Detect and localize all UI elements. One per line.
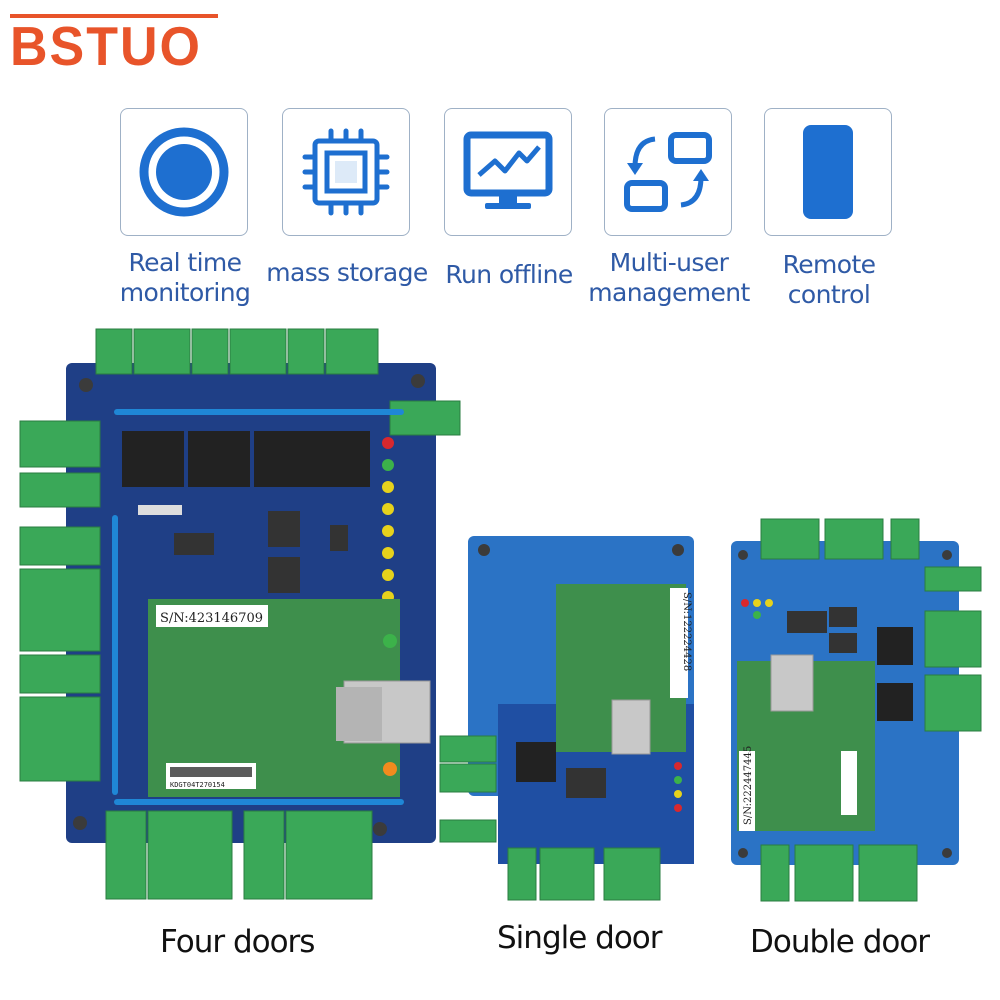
feature-label: Multi-user management — [588, 248, 750, 307]
four-door-caption: Four doors — [160, 924, 315, 960]
logo-text: BSTUO — [10, 16, 202, 78]
double-door-serial: S/N:222447445 — [743, 746, 754, 825]
double-door-board-image: S/N:222447445 — [731, 518, 982, 902]
four-door-board-image: S/N:423146709 KDGT04T270154 — [19, 328, 461, 900]
double-door-caption: Double door — [750, 924, 930, 960]
feature-multi-user: Multi-user management — [588, 108, 750, 307]
feature-icon-box — [120, 108, 248, 236]
brand-logo: BSTUO — [10, 14, 220, 77]
single-door-caption: Single door — [497, 920, 663, 956]
four-door-barcode: KDGT04T270154 — [170, 781, 225, 789]
smartphone-icon — [803, 125, 853, 219]
feature-label: mass storage — [266, 258, 428, 287]
single-door-serial: S/N:122224428 — [681, 592, 692, 671]
record-circle-icon — [139, 127, 229, 217]
logo-bar — [10, 14, 218, 18]
feature-label: Run offline — [445, 260, 573, 289]
feature-mass-storage: mass storage — [266, 108, 428, 287]
feature-label: Remote control — [782, 250, 876, 309]
feature-icon-box — [282, 108, 410, 236]
feature-real-time-monitoring: Real time monitoring — [120, 108, 251, 307]
chip-icon — [302, 128, 390, 216]
single-door-board-image: S/N:122224428 — [439, 536, 694, 901]
feature-icon-box — [444, 108, 572, 236]
feature-icon-box — [764, 108, 892, 236]
four-door-serial: S/N:423146709 — [160, 611, 263, 626]
feature-run-offline: Run offline — [444, 108, 574, 289]
feature-remote-control: Remote control — [764, 108, 894, 309]
monitor-chart-icon — [463, 131, 553, 209]
sync-icon — [624, 132, 712, 212]
feature-icon-box — [604, 108, 732, 236]
feature-label: Real time monitoring — [119, 248, 251, 307]
